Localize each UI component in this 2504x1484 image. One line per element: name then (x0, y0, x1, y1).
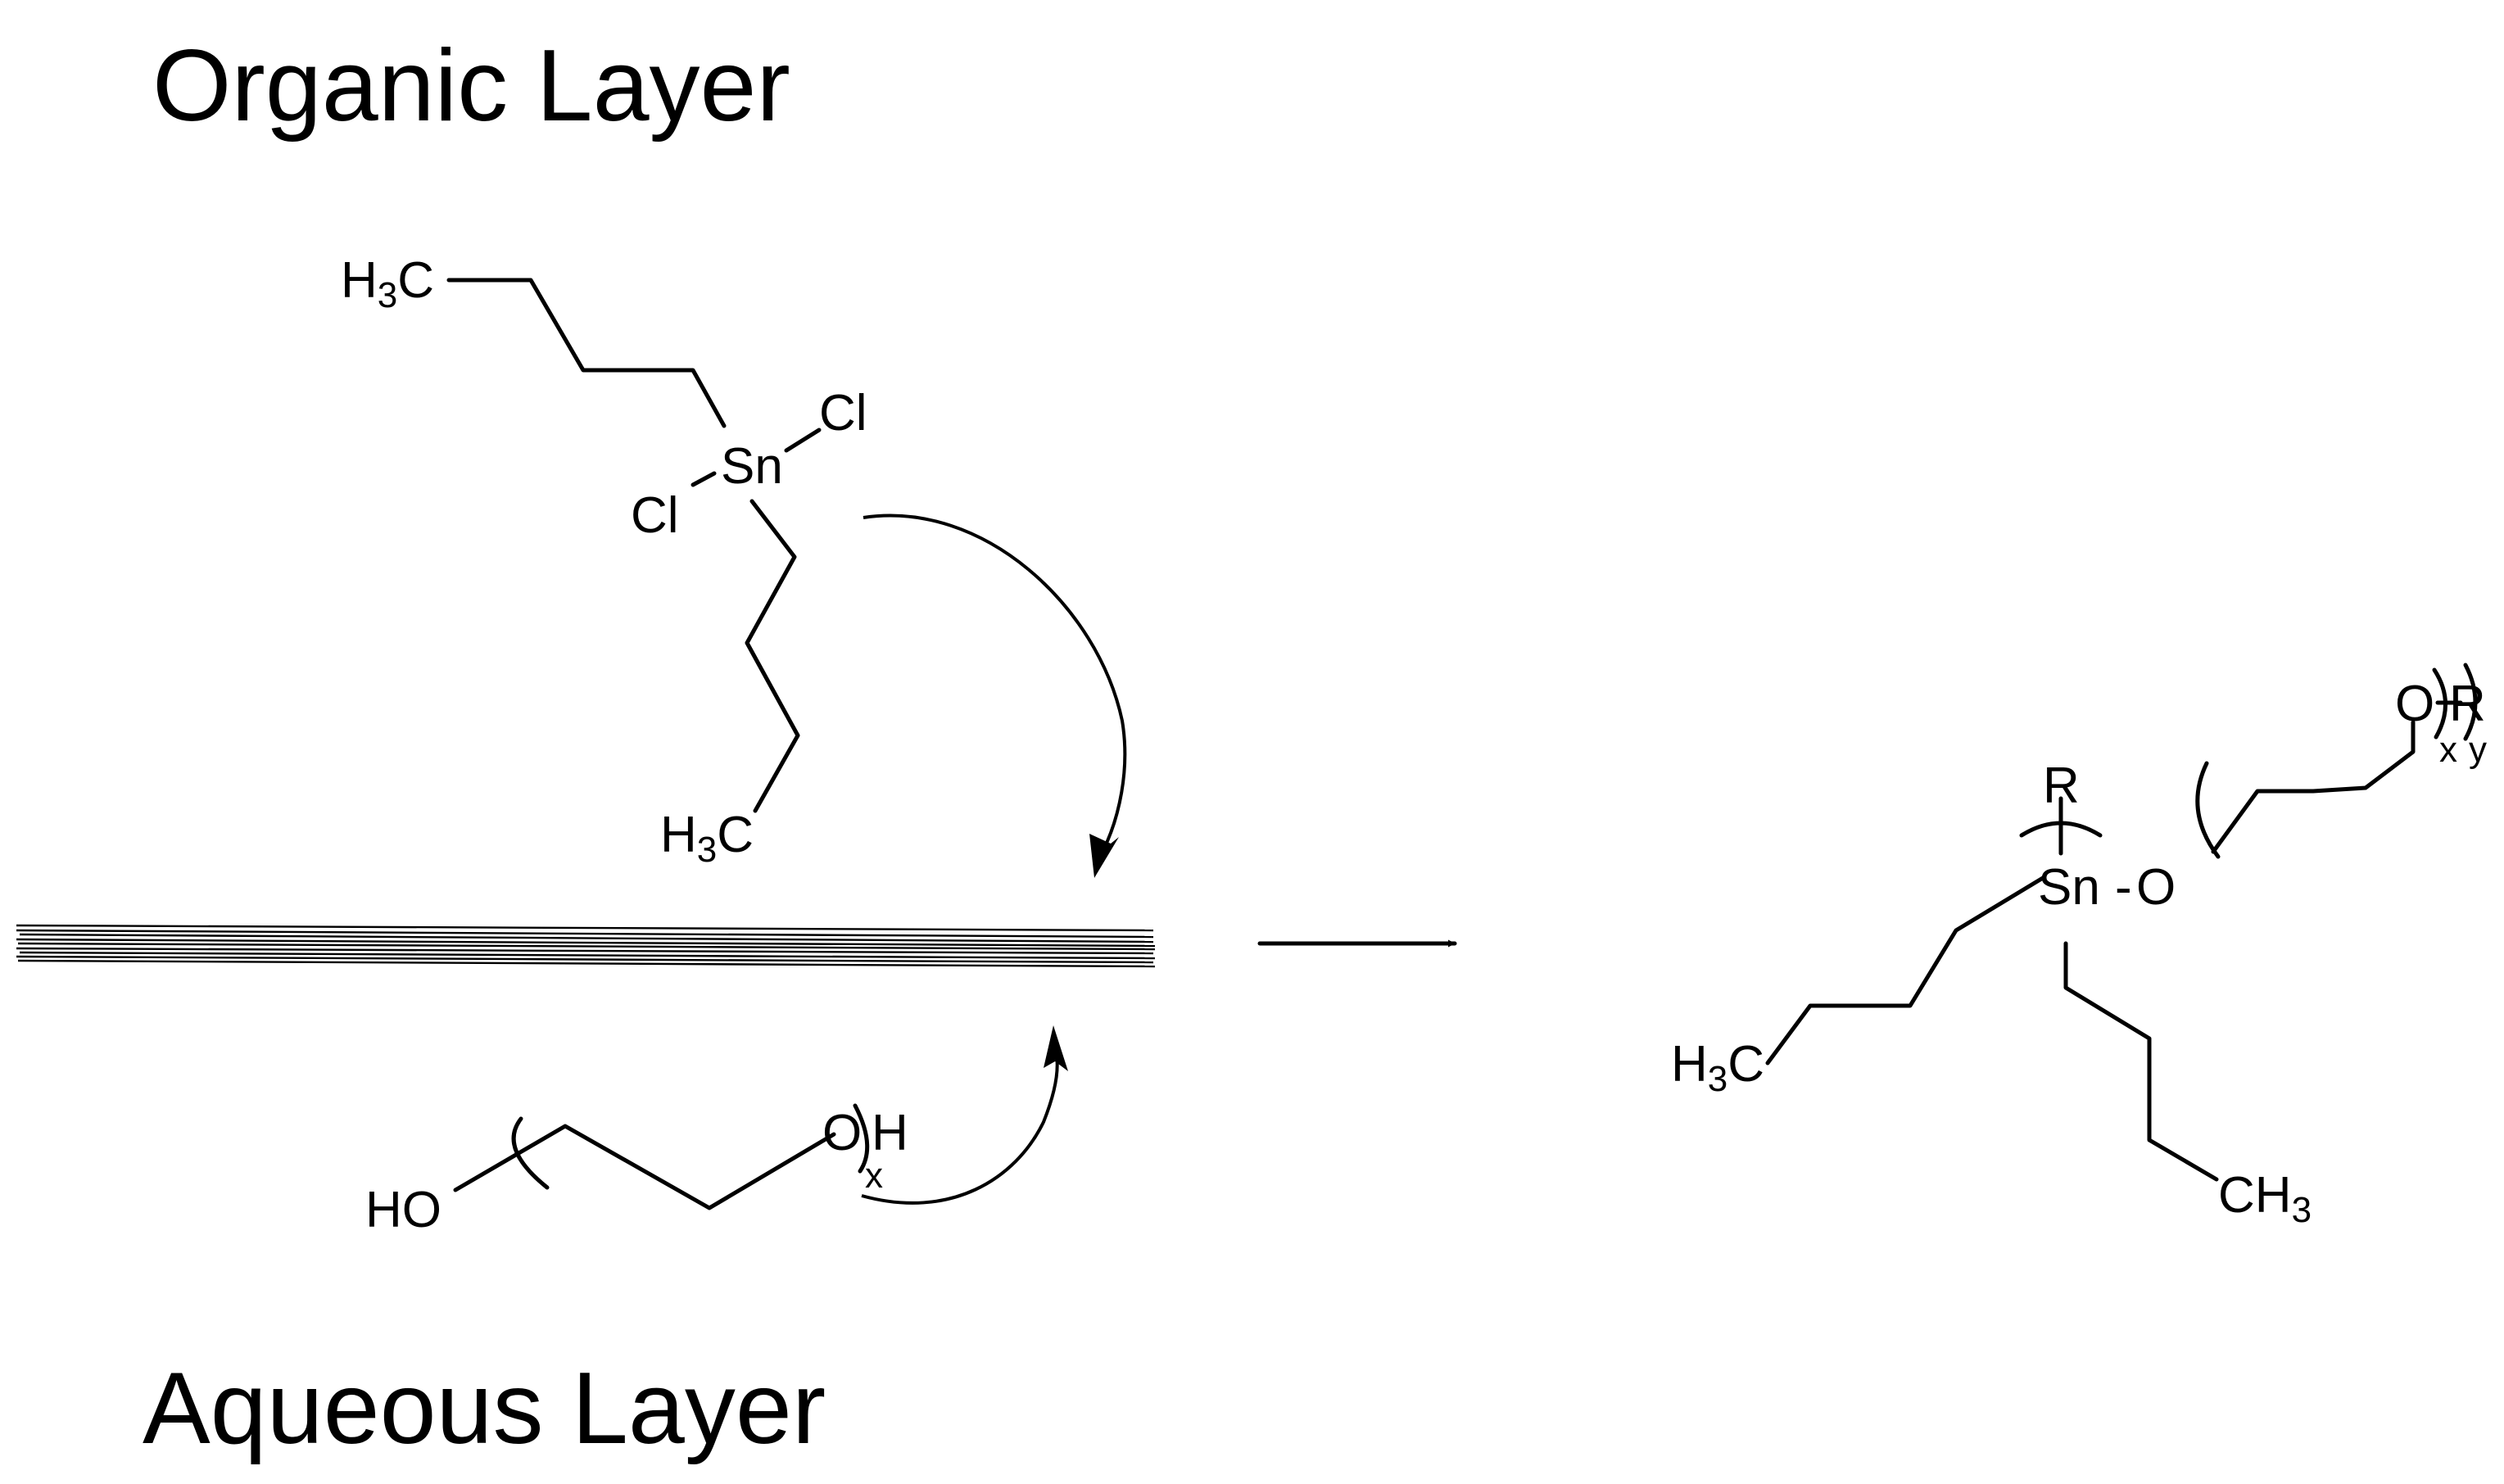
butyl-chain-lower (745, 499, 800, 813)
hydroxyl-label: HO (365, 1182, 441, 1238)
methyl-label-upper: H3C (341, 252, 434, 315)
tin-peg-product: H3C CH3 R Sn - O O R x y (1671, 663, 2487, 1230)
organic-layer-label: Organic Layer (152, 29, 790, 143)
polyethylene-glycol: HO O H x (365, 1103, 908, 1238)
curved-arrow-head-top (1089, 834, 1119, 878)
product-peg-bracket-y (2463, 663, 2478, 741)
curved-arrow-head-bottom (1044, 1025, 1068, 1071)
product-r-top: R (2043, 758, 2080, 814)
chloride-label-right: Cl (819, 385, 867, 441)
sn-cl-bond-left (691, 471, 717, 487)
peg-repeat-bracket-right (853, 1103, 870, 1174)
product-index-y: y (2469, 730, 2487, 770)
product-sn-o-dash: - (2115, 859, 2132, 916)
chloride-label-left: Cl (631, 487, 679, 544)
peg-repeat-index: x (865, 1156, 883, 1196)
product-oxygen-end: O (2395, 676, 2434, 732)
product-peg-bracket-left (2195, 761, 2221, 859)
product-butyl-chain-right (2063, 941, 2219, 1182)
product-butyl-chain-left (1765, 875, 2045, 1065)
product-r-end: R (2449, 676, 2486, 732)
aqueous-layer-label: Aqueous Layer (143, 1352, 826, 1465)
dibutyltin-dichloride: H3C Sn Cl Cl H3C (341, 252, 867, 870)
sn-cl-bond-right (784, 428, 822, 453)
product-tin-label: Sn (2038, 859, 2100, 916)
product-methyl-label-left: H3C (1671, 1036, 1764, 1099)
peg-terminal-hydrogen: H (872, 1105, 908, 1161)
product-methyl-label-right: CH3 (2218, 1167, 2312, 1230)
sn-repeat-bracket (2019, 821, 2103, 838)
peg-backbone (453, 1124, 836, 1210)
tin-label: Sn (721, 438, 783, 495)
methyl-label-lower: H3C (660, 807, 754, 870)
curved-arrow-to-interface-from-bottom (861, 1047, 1059, 1205)
curved-arrow-to-interface-from-top (863, 514, 1127, 853)
product-peg-bracket-x (2432, 667, 2447, 740)
product-peg-chain (2211, 720, 2416, 854)
peg-repeat-bracket-left (511, 1116, 550, 1190)
product-oxygen: O (2136, 859, 2176, 916)
phase-interface (16, 924, 1156, 968)
product-index-x: x (2439, 730, 2457, 770)
peg-terminal-oxygen: O (822, 1105, 862, 1161)
butyl-chain-upper (446, 278, 727, 428)
